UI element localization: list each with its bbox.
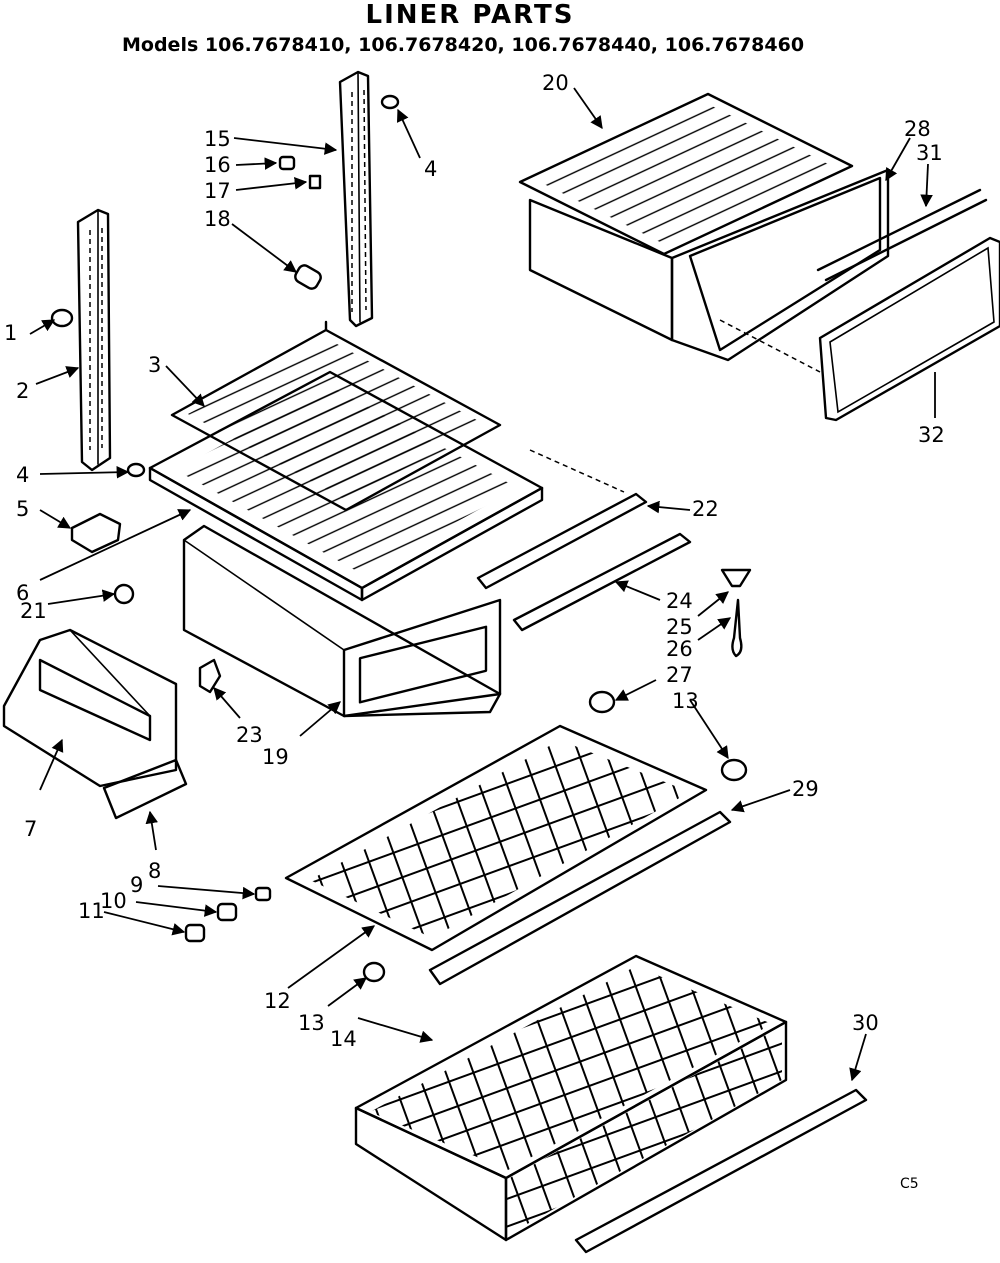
callout-10: 10	[100, 889, 127, 913]
lower-shelf-trim	[428, 810, 732, 986]
callout-30: 30	[852, 1011, 879, 1035]
drawer-rails	[816, 188, 988, 282]
crisper-cover-frame	[148, 370, 544, 602]
crisper-drawer	[182, 524, 502, 718]
callout-29: 29	[792, 777, 819, 801]
callout-23: 23	[236, 723, 263, 747]
callout-16: 16	[204, 153, 231, 177]
callout-12: 12	[264, 989, 291, 1013]
callout-22: 22	[692, 497, 719, 521]
callout-13a: 13	[672, 689, 699, 713]
models-line: Models 106.7678410, 106.7678420, 106.767…	[122, 34, 805, 56]
callout-7: 7	[24, 817, 37, 841]
callout-20: 20	[542, 71, 569, 95]
callout-15: 15	[204, 127, 231, 151]
small-hardware	[50, 94, 752, 983]
callout-11: 11	[78, 899, 105, 923]
callout-8: 8	[148, 859, 161, 883]
callout-3: 3	[148, 353, 161, 377]
callout-14: 14	[330, 1027, 357, 1051]
left-shelf-standard	[76, 208, 112, 472]
callout-4a: 4	[424, 157, 437, 181]
right-shelf-standard	[338, 70, 374, 328]
corner-code: C5	[900, 1176, 919, 1192]
callout-19: 19	[262, 745, 289, 769]
callout-9: 9	[130, 873, 143, 897]
callout-32: 32	[918, 423, 945, 447]
lower-wire-shelf	[284, 724, 708, 952]
callout-24: 24	[666, 589, 693, 613]
callout-27: 27	[666, 663, 693, 687]
callout-31: 31	[916, 141, 943, 165]
drawer-front-panel	[818, 236, 1000, 422]
shelf-trims	[476, 492, 692, 632]
callout-numbers: 1 2 3 4 4 5 6 7 8 9 10 11 12 13 13 14 15…	[4, 71, 945, 1192]
callout-2: 2	[16, 379, 29, 403]
callout-leaders	[29, 87, 936, 1082]
callout-18: 18	[204, 207, 231, 231]
diagram-title: LINER PARTS	[365, 0, 575, 30]
callout-5: 5	[16, 497, 29, 521]
callout-17: 17	[204, 179, 231, 203]
basket-slide	[574, 1088, 868, 1254]
callout-1: 1	[4, 321, 17, 345]
callout-6: 6	[16, 581, 29, 605]
callout-21: 21	[20, 599, 47, 623]
callout-25: 25	[666, 615, 693, 639]
callout-26: 26	[666, 637, 693, 661]
callout-13b: 13	[298, 1011, 325, 1035]
dairy-bin	[2, 628, 178, 788]
callout-28: 28	[904, 117, 931, 141]
meat-keeper-drawer	[518, 92, 890, 362]
bin-retainer	[102, 758, 188, 820]
callout-4b: 4	[16, 463, 29, 487]
wire-basket	[354, 954, 788, 1242]
